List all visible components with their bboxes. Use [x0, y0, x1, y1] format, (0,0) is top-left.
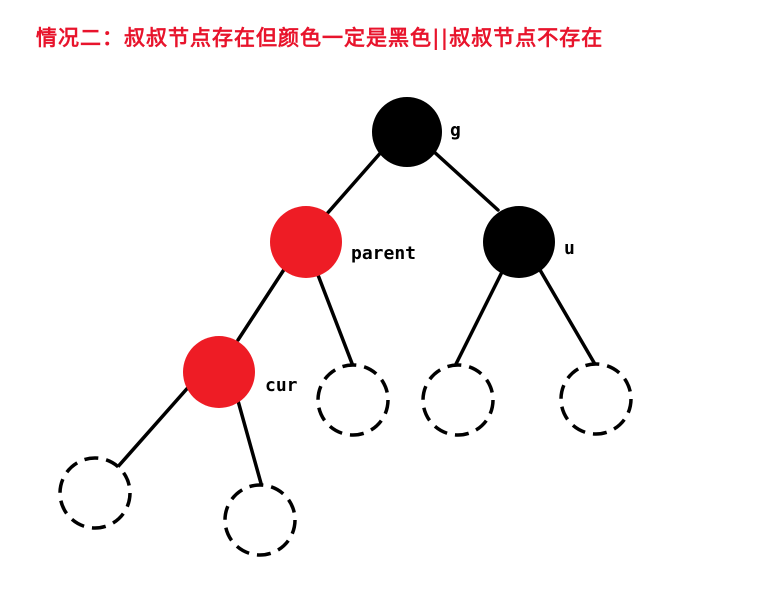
tree-node-cur-right-nil	[223, 483, 297, 557]
edge-u-left-nil	[453, 268, 505, 368]
edges	[113, 148, 598, 489]
edge-g-parent	[323, 148, 385, 218]
tree-node-parent	[270, 206, 342, 278]
tree-node-cur-left-nil	[58, 456, 132, 530]
label-g: g	[450, 120, 461, 141]
node-labels: g parent u cur	[265, 120, 575, 396]
tree-node-parent-right-nil	[316, 363, 390, 437]
tree-node-u-left-nil	[421, 363, 495, 437]
label-parent: parent	[351, 243, 416, 264]
label-cur: cur	[265, 375, 298, 396]
edge-g-u	[430, 148, 500, 212]
edge-cur-right-nil	[233, 388, 264, 489]
tree-node-cur	[183, 336, 255, 408]
tree-node-g	[372, 97, 442, 167]
nodes	[58, 97, 633, 557]
diagram-title: 情况二：叔叔节点存在但颜色一定是黑色||叔叔节点不存在	[36, 25, 604, 50]
edge-parent-right-nil	[316, 273, 355, 368]
tree-node-u-right-nil	[559, 362, 633, 436]
label-u: u	[564, 238, 575, 259]
edge-u-right-nil	[538, 268, 598, 368]
edge-cur-left-nil	[113, 381, 194, 472]
tree-node-u	[483, 206, 555, 278]
edge-parent-cur	[236, 266, 287, 342]
